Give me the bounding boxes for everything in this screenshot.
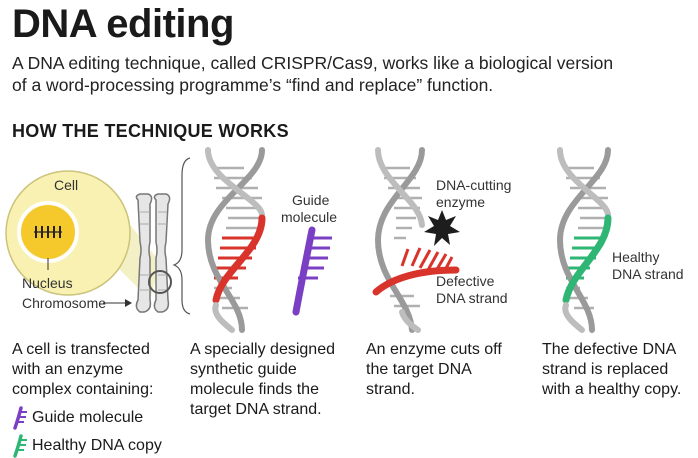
healthy-label-line-1: Healthy (612, 249, 659, 265)
enzyme-label-line-2: enzyme (436, 194, 485, 210)
legend-guide-label: Guide molecule (32, 409, 144, 426)
guide-label-line-2: molecule (281, 209, 337, 225)
defective-label-line-2: DNA strand (436, 290, 508, 306)
step-3-caption: An enzyme cuts off the target DNA strand… (366, 341, 502, 398)
chromosome-label: Chromosome (22, 295, 106, 311)
page-subtitle: A DNA editing technique, called CRISPR/C… (12, 52, 692, 96)
guide-label-line-1: Guide (292, 192, 330, 208)
healthy-dna-icon (13, 434, 27, 458)
helix-healthy: Healthy DNA strand (556, 147, 684, 333)
magnify-circle (148, 270, 172, 294)
section-heading: HOW THE TECHNIQUE WORKS (12, 121, 289, 141)
cell-panel: Cell Nucleus Chromosome (5, 157, 191, 315)
guide-molecule-icon (13, 406, 27, 430)
legend-healthy-label: Healthy DNA copy (32, 437, 162, 454)
subtitle-line-2: of a word-processing programme’s “find a… (12, 75, 494, 95)
enzyme-label-line-1: DNA-cutting (436, 177, 511, 193)
chromosome-marks (34, 226, 62, 238)
legend-healthy-dna: Healthy DNA copy (12, 434, 162, 458)
subtitle-line-1: A DNA editing technique, called CRISPR/C… (12, 53, 614, 73)
zoom-bracket (172, 157, 191, 315)
cell-label: Cell (54, 177, 78, 193)
page-title: DNA editing (12, 2, 234, 46)
guide-molecule: Guide molecule (281, 192, 337, 316)
step-2-caption: A specially designed synthetic guide mol… (190, 341, 335, 418)
helix-cut: DNA-cutting enzyme Defective DNA strand (372, 147, 511, 333)
step-1-caption: A cell is transfected with an enzyme com… (12, 341, 154, 398)
nucleus-label: Nucleus (22, 275, 73, 291)
healthy-label-line-2: DNA strand (612, 266, 684, 282)
defective-label-line-1: Defective (436, 273, 495, 289)
helix-target (204, 147, 266, 333)
step-4-caption: The defective DNA strand is replaced wit… (542, 341, 682, 398)
legend-guide-molecule: Guide molecule (12, 406, 143, 430)
enzyme-icon (424, 210, 460, 246)
